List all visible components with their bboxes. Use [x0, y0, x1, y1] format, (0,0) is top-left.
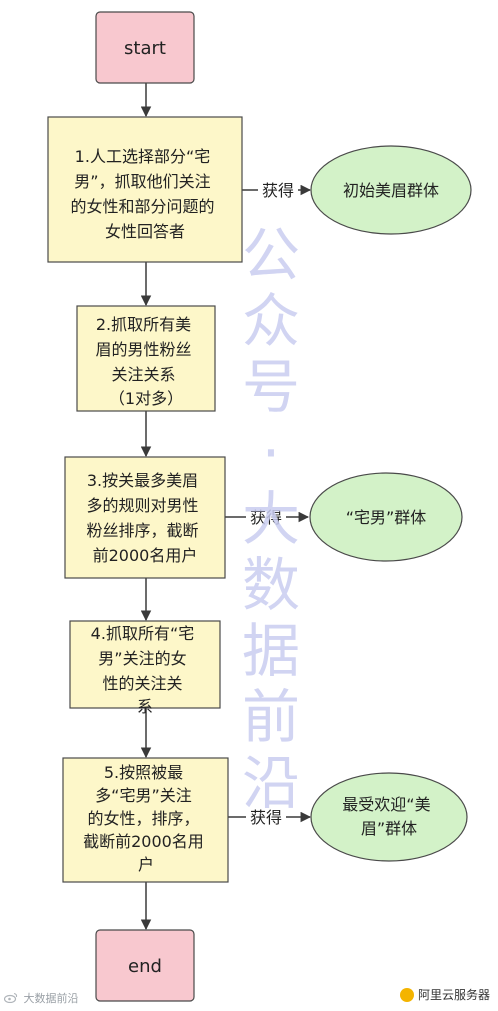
- node-step4: 4.抓取所有“宅 男”关注的女 性的关注关 系: [69, 620, 221, 716]
- node-step1-line-3: 的女性和部分问题的: [70, 197, 214, 216]
- result-5: 最受欢迎“美 眉”群体: [310, 772, 468, 862]
- footer-left-text: 大数据前沿: [23, 992, 79, 1005]
- node-step3-line-4: 前2000名用户: [93, 546, 198, 565]
- result-3: “宅男”群体: [309, 472, 463, 562]
- node-end: end: [95, 929, 195, 1002]
- node-step5-line-1: 5.按照被最: [104, 763, 183, 782]
- node-step2-line-2: 眉的男性粉丝: [95, 340, 191, 359]
- node-step3-line-3: 粉丝排序，截断: [86, 521, 198, 540]
- node-step2: 2.抓取所有美 眉的男性粉丝 关注关系 （1对多）: [76, 305, 216, 412]
- node-step5-line-2: 多“宅男”关注: [95, 786, 192, 805]
- edge-labels: 获得 获得 获得: [246, 179, 298, 828]
- node-step1: 1.人工选择部分“宅 男”，抓取他们关注 的女性和部分问题的 女性回答者: [47, 116, 243, 263]
- svg-text:3.按关最多美眉 多的规则对男性 粉: 3.按关最多美眉 多的规则对男性 粉丝排序，截断 前2000名用户: [86, 471, 203, 565]
- svg-text:2.抓取所有美 眉的男性粉丝 关注关: 2.抓取所有美 眉的男性粉丝 关注关系 （1对多）: [95, 315, 196, 408]
- footer-left: 大数据前沿: [4, 990, 79, 1006]
- node-step1-line-2: 男”，抓取他们关注: [74, 172, 210, 191]
- edge-label-3: 获得: [250, 508, 282, 527]
- node-step5-line-4: 截断前2000名用: [83, 832, 204, 851]
- node-step4-line-3: 性的关注关: [102, 674, 182, 693]
- wechat-official-icon: [399, 987, 414, 1002]
- result-1: 初始美眉群体: [310, 145, 472, 235]
- footer-right: 阿里云服务器: [399, 986, 490, 1003]
- svg-text:1.人工选择部分“宅 男”，抓取他们关注: 1.人工选择部分“宅 男”，抓取他们关注 的女性和部分问题的 女性回答者: [70, 147, 219, 241]
- edge-label-1: 获得: [262, 181, 294, 200]
- svg-text:最受欢迎“美 眉”群体: 最受欢迎“美 眉”群体: [342, 795, 435, 838]
- node-step2-line-1: 2.抓取所有美: [96, 315, 191, 334]
- node-step2-line-4: （1对多）: [109, 389, 183, 408]
- node-step4-line-2: 男”关注的女: [98, 649, 186, 668]
- node-step3: 3.按关最多美眉 多的规则对男性 粉丝排序，截断 前2000名用户: [64, 456, 226, 579]
- edge-label-5: 获得: [250, 808, 282, 827]
- node-step1-line-1: 1.人工选择部分“宅: [75, 147, 211, 166]
- result-1-label: 初始美眉群体: [343, 181, 439, 200]
- node-start: start: [95, 11, 195, 84]
- result-3-label: “宅男”群体: [346, 508, 427, 527]
- result-5-line-2: 眉”群体: [361, 819, 417, 838]
- node-step5-line-3: 的女性，排序，: [87, 809, 199, 828]
- node-step3-line-1: 3.按关最多美眉: [87, 471, 198, 490]
- node-step5: 5.按照被最 多“宅男”关注 的女性，排序， 截断前2000名用 户: [62, 757, 229, 883]
- svg-text:5.按照被最 多“宅男”关注 的女性: 5.按照被最 多“宅男”关注 的女性，排序， 截断前2000名用 户: [83, 763, 209, 874]
- node-step3-line-2: 多的规则对男性: [86, 496, 198, 515]
- node-end-label: end: [128, 956, 162, 977]
- svg-text:4.抓取所有“宅 男”关注的女 性的: 4.抓取所有“宅 男”关注的女 性的关注关 系: [91, 624, 200, 716]
- footer-right-text: 阿里云服务器: [417, 988, 490, 1002]
- node-step2-line-3: 关注关系: [111, 365, 175, 384]
- weibo-icon: [4, 992, 18, 1003]
- result-5-line-1: 最受欢迎“美: [342, 795, 430, 814]
- node-start-label: start: [124, 38, 166, 59]
- node-step4-line-1: 4.抓取所有“宅: [91, 624, 195, 643]
- node-step5-line-5: 户: [138, 855, 154, 874]
- node-step1-line-4: 女性回答者: [105, 222, 185, 241]
- node-step4-line-4: 系: [137, 697, 153, 716]
